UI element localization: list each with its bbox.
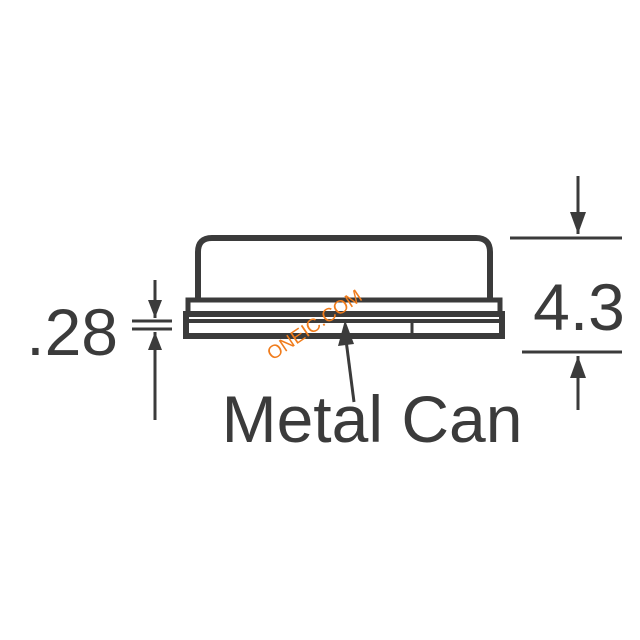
right-dimension-value: 4.3 (533, 270, 625, 344)
callout-label: Metal Can (222, 382, 523, 456)
right-dim-arrowhead-up (570, 356, 586, 378)
callout-leader-line (344, 339, 356, 403)
left-dim-arrowhead-up (148, 332, 162, 350)
right-dim-arrowhead-down (570, 212, 586, 234)
callout-leader (338, 320, 356, 403)
left-dim-arrowhead-down (148, 300, 162, 318)
metal-can-body (195, 235, 493, 300)
right-dimension: 4.3 (510, 176, 625, 410)
left-dimension: .28 (26, 280, 172, 420)
left-dimension-value: .28 (26, 295, 118, 369)
callout-arrowhead (338, 320, 354, 346)
